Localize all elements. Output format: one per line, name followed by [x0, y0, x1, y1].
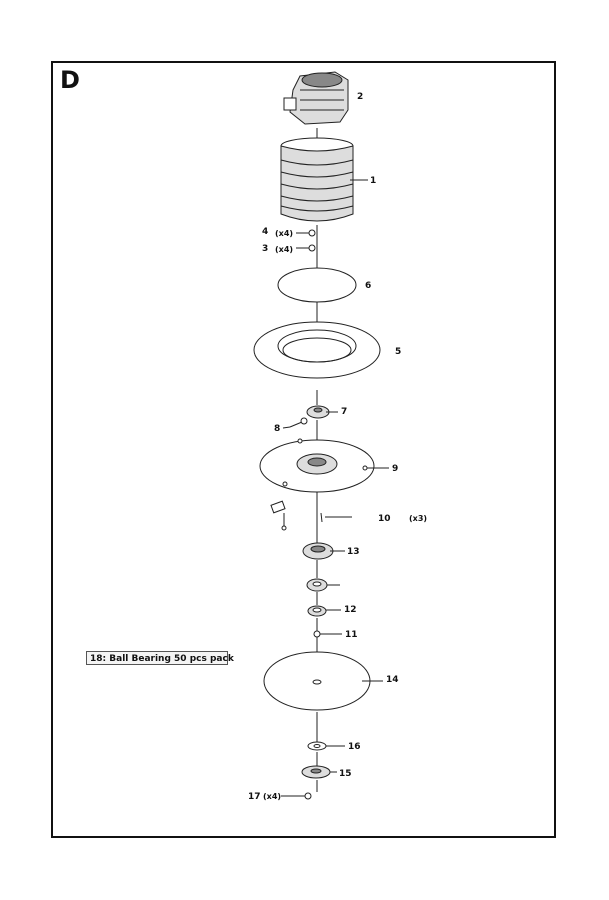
label-part-11: 11 — [345, 630, 358, 640]
part-10-pin — [320, 512, 323, 523]
section-letter: D — [60, 66, 80, 94]
part-1-housing — [280, 137, 354, 222]
label-part-6: 6 — [365, 281, 371, 291]
part-9-base-plate — [259, 438, 375, 493]
label-part-16: 16 — [348, 742, 361, 752]
part-11-washer — [313, 630, 321, 638]
part-12-bearing — [307, 605, 327, 617]
label-part-5: 5 — [395, 347, 401, 357]
label-part-4: 4 — [262, 227, 268, 237]
label-part-17: 17 — [248, 792, 261, 802]
qty-part-4: (x4) — [275, 229, 293, 238]
part-15-nut — [301, 765, 331, 779]
leader-line-8 — [282, 426, 291, 429]
label-part-15: 15 — [339, 769, 352, 779]
part-7-hub — [306, 405, 330, 419]
loose-bracket — [270, 500, 287, 531]
part-3-washer — [308, 244, 316, 252]
label-part-12: 12 — [344, 605, 357, 615]
label-part-13: 13 — [347, 547, 360, 557]
label-part-2: 2 — [357, 92, 363, 102]
label-part-8: 8 — [274, 424, 280, 434]
part-4-nut — [308, 229, 316, 237]
part-18-ball-bearing — [306, 578, 328, 592]
label-part-7: 7 — [341, 407, 347, 417]
part-2-motor-head — [283, 71, 349, 125]
part-14-disk — [263, 651, 371, 711]
label-part-14: 14 — [386, 675, 399, 685]
part-5-flange-ring — [253, 321, 381, 379]
label-part-9: 9 — [392, 464, 398, 474]
part-17-screw — [304, 792, 312, 800]
label-part-10: 10 — [378, 514, 391, 524]
part-8-screw — [289, 421, 303, 428]
qty-part-3: (x4) — [275, 245, 293, 254]
part-6-gasket — [277, 267, 357, 303]
qty-part-17: (x4) — [263, 792, 281, 801]
part-8-screw-head — [300, 417, 308, 425]
bearing-pack-note: 18: Ball Bearing 50 pcs pack — [86, 651, 234, 665]
label-part-3: 3 — [262, 244, 268, 254]
part-16-washer — [307, 741, 327, 751]
qty-part-10: (x3) — [409, 514, 427, 523]
label-part-1: 1 — [370, 176, 376, 186]
part-13-bearing-housing — [302, 542, 334, 560]
diagram-frame — [51, 61, 556, 838]
